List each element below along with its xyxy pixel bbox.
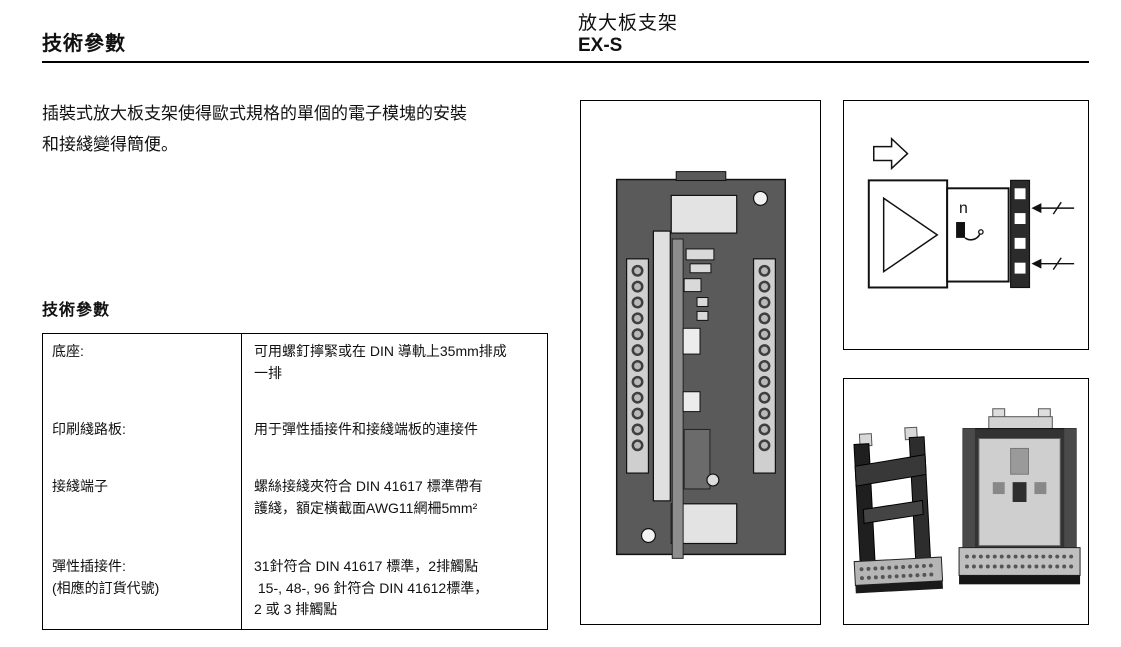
- bracket-unit-with-board: [958, 408, 1081, 585]
- table-row: 彈性插接件: (相應的訂貨代號) 31針符合 DIN 41617 標準，2排觸點…: [43, 549, 547, 629]
- spec-label: 彈性插接件: (相應的訂貨代號): [52, 558, 160, 596]
- spec-label: 接綫端子: [52, 478, 108, 494]
- header-divider: [42, 61, 1089, 63]
- right-terminal-strip: [752, 258, 776, 474]
- table-row: 底座: 可用螺釘擰緊或在 DIN 導軌上35mm排成 一排: [43, 334, 547, 412]
- left-terminal-strip: [626, 258, 650, 474]
- product-model: EX-S: [578, 35, 623, 56]
- figure-schematic: n: [843, 100, 1089, 350]
- module-box: [946, 187, 1010, 283]
- spec-label: 底座:: [52, 343, 84, 359]
- top-tab: [675, 171, 727, 182]
- intro-paragraph: 插裝式放大板支架使得歐式規格的單個的電子模塊的安裝 和接綫變得簡便。: [42, 104, 467, 154]
- spec-value: 螺絲接綫夾符合 DIN 41617 標準帶有 護綫，額定橫截面AWG11網柵5m…: [241, 469, 547, 549]
- bracket-drawing: [615, 171, 787, 559]
- spec-label: 印刷綫路板:: [52, 421, 126, 437]
- specs-section-title: 技術參數: [42, 302, 111, 319]
- pcb-profile: [652, 230, 715, 559]
- table-row: 印刷綫路板: 用于彈性插接件和接綫端板的連接件: [43, 412, 547, 469]
- module-count-label: n: [959, 200, 968, 217]
- spec-value: 31針符合 DIN 41617 標準，2排觸點 15-, 48-, 96 針符合…: [241, 549, 547, 629]
- page-title: 技術參數: [42, 33, 126, 55]
- pivot-hole: [706, 473, 720, 487]
- flow-arrow-icon: [873, 136, 909, 171]
- spec-value: 可用螺釘擰緊或在 DIN 導軌上35mm排成 一排: [241, 334, 547, 412]
- table-row: 接綫端子 螺絲接綫夾符合 DIN 41617 標準帶有 護綫，額定橫截面AWG1…: [43, 469, 547, 549]
- specs-table: 底座: 可用螺釘擰緊或在 DIN 導軌上35mm排成 一排 印刷綫路板: 用于彈…: [42, 333, 548, 630]
- amplifier-triangle-icon: [882, 196, 939, 274]
- figure-product-photo: [843, 378, 1089, 625]
- spec-value: 用于彈性插接件和接綫端板的連接件: [241, 412, 547, 469]
- amplifier-schematic: n: [867, 136, 1075, 289]
- terminal-block: [1010, 179, 1031, 289]
- product-name: 放大板支架: [578, 13, 679, 34]
- figure-front-view: [580, 100, 821, 625]
- mounting-hole: [640, 528, 656, 544]
- top-connector: [670, 194, 738, 234]
- mounting-hole: [752, 190, 769, 206]
- wire-arrow: [1031, 201, 1075, 215]
- bracket-unit-empty: [853, 426, 944, 594]
- product-photo: [853, 408, 1081, 594]
- wire-arrow: [1031, 257, 1075, 271]
- component-symbol: [956, 222, 984, 241]
